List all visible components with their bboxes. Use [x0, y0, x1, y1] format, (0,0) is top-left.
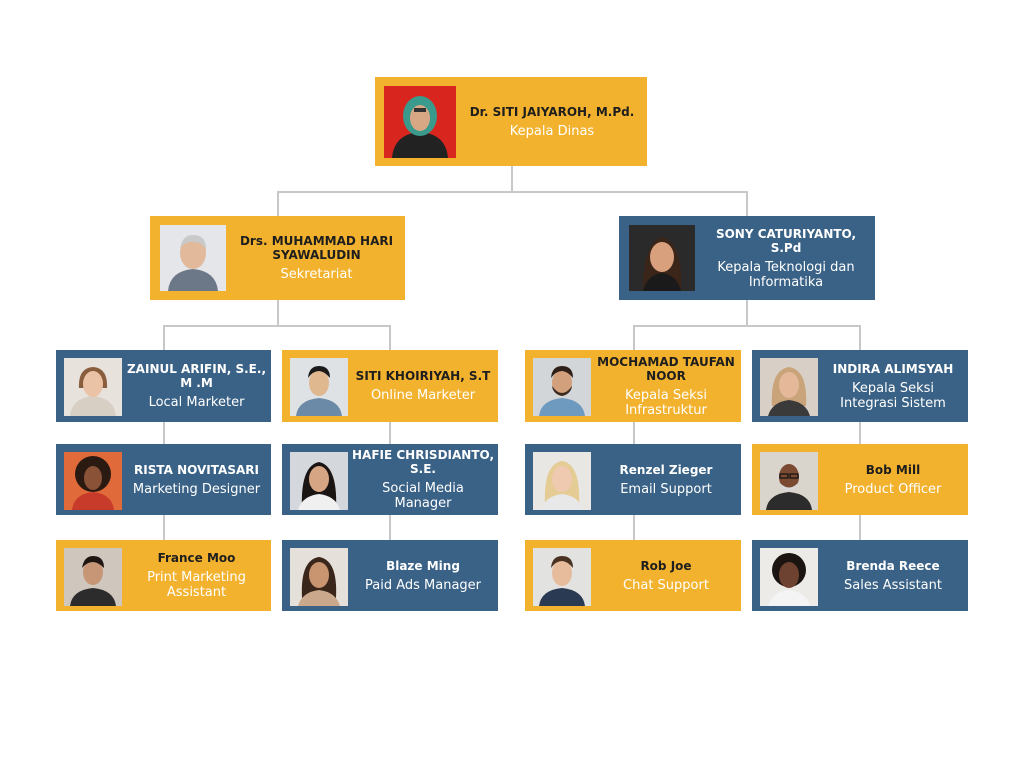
- person-photo: [760, 358, 818, 416]
- org-card: Rob Joe Chat Support: [525, 540, 741, 611]
- org-card-right-head: SONY CATURIYANTO, S.Pd Kepala Teknologi …: [619, 216, 875, 300]
- person-name: RISTA NOVITASARI: [134, 462, 259, 477]
- org-card-head: Dr. SITI JAIYAROH, M.Pd. Kepala Dinas: [375, 77, 647, 166]
- person-asian-man-icon: [290, 358, 348, 416]
- person-dark-hair-woman-icon: [629, 225, 695, 291]
- person-bearded-man-icon: [533, 358, 591, 416]
- person-photo: [64, 358, 122, 416]
- head-role: Kepala Dinas: [509, 123, 595, 139]
- person-woman-1-icon: [64, 358, 122, 416]
- person-grey-hair-man-icon: [160, 225, 226, 291]
- person-photo: [290, 452, 348, 510]
- person-name: Rob Joe: [640, 558, 692, 573]
- org-card: RISTA NOVITASARI Marketing Designer: [56, 444, 271, 515]
- person-woman-afro-icon: [760, 548, 818, 606]
- person-name: INDIRA ALIMSYAH: [832, 361, 954, 376]
- person-photo: [64, 548, 122, 606]
- person-hijab-icon: [384, 86, 456, 158]
- connector-line: [859, 421, 861, 445]
- person-role: Print Marketing Assistant: [147, 570, 246, 600]
- connector-line: [633, 421, 635, 445]
- head-name: Dr. SITI JAIYAROH, M.Pd.: [469, 104, 635, 119]
- connector-line: [163, 325, 165, 351]
- person-role: Local Marketer: [148, 395, 245, 410]
- person-photo: [384, 86, 456, 158]
- connector-line: [389, 325, 391, 351]
- org-card: SITI KHOIRIYAH, S.T Online Marketer: [282, 350, 498, 422]
- org-card-left-head: Drs. MUHAMMAD HARI SYAWALUDIN Sekretaria…: [150, 216, 405, 300]
- person-role: Paid Ads Manager: [364, 577, 482, 593]
- connector-line: [277, 191, 748, 193]
- person-role: Sales Assistant: [844, 577, 942, 593]
- person-man-smile-icon: [533, 548, 591, 606]
- connector-line: [746, 191, 748, 217]
- person-role: Chat Support: [623, 577, 709, 593]
- left-head-name: Drs. MUHAMMAD HARI SYAWALUDIN: [239, 234, 394, 262]
- org-card: France Moo Print Marketing Assistant: [56, 540, 271, 611]
- person-name: France Moo: [157, 551, 236, 565]
- connector-line: [277, 300, 279, 326]
- org-card: ZAINUL ARIFIN, S.E., M .M Local Marketer: [56, 350, 271, 422]
- person-role: Online Marketer: [370, 388, 476, 403]
- org-card: Brenda Reece Sales Assistant: [752, 540, 968, 611]
- org-card: Bob Mill Product Officer: [752, 444, 968, 515]
- person-blonde-woman-icon: [533, 452, 591, 510]
- person-role: Marketing Designer: [132, 481, 261, 497]
- org-card: INDIRA ALIMSYAH Kepala Seksi Integrasi S…: [752, 350, 968, 422]
- connector-line: [389, 421, 391, 445]
- right-head-name: SONY CATURIYANTO, S.Pd: [715, 226, 857, 255]
- person-photo: [533, 548, 591, 606]
- connector-line: [746, 300, 748, 326]
- person-older-man-glasses-icon: [760, 452, 818, 510]
- person-name: Blaze Ming: [386, 558, 460, 573]
- person-photo: [533, 452, 591, 510]
- connector-line: [163, 325, 391, 327]
- person-role: Kepala Seksi Integrasi Sistem: [840, 380, 946, 411]
- connector-line: [277, 191, 279, 217]
- org-card: Renzel Zieger Email Support: [525, 444, 741, 515]
- person-role: Kepala Seksi Infrastruktur: [625, 387, 707, 418]
- person-name: Brenda Reece: [846, 558, 940, 573]
- org-card: MOCHAMAD TAUFAN NOOR Kepala Seksi Infras…: [525, 350, 741, 422]
- person-name: MOCHAMAD TAUFAN NOOR: [597, 354, 735, 383]
- person-role: Email Support: [620, 481, 712, 497]
- person-young-man-icon: [64, 548, 122, 606]
- connector-line: [511, 165, 513, 192]
- connector-line: [389, 514, 391, 541]
- person-photo: [629, 225, 695, 291]
- person-name: ZAINUL ARIFIN, S.E., M .M: [126, 362, 266, 390]
- person-name: SITI KHOIRIYAH, S.T: [355, 369, 491, 383]
- connector-line: [633, 325, 635, 351]
- person-photo: [290, 548, 348, 606]
- connector-line: [163, 421, 165, 445]
- org-card: HAFIE CHRISDIANTO, S.E. Social Media Man…: [282, 444, 498, 515]
- person-role: Product Officer: [844, 481, 942, 497]
- person-photo: [290, 358, 348, 416]
- connector-line: [633, 325, 861, 327]
- connector-line: [859, 514, 861, 541]
- connector-line: [633, 514, 635, 541]
- org-card: Blaze Ming Paid Ads Manager: [282, 540, 498, 611]
- person-woman-smile-icon: [290, 548, 348, 606]
- person-photo: [533, 358, 591, 416]
- connector-line: [859, 325, 861, 351]
- person-older-woman-icon: [760, 358, 818, 416]
- person-name: HAFIE CHRISDIANTO, S.E.: [352, 448, 495, 476]
- right-head-role: Kepala Teknologi dan Informatika: [717, 259, 855, 290]
- person-name: Renzel Zieger: [619, 462, 713, 477]
- person-photo: [760, 548, 818, 606]
- left-head-role: Sekretariat: [280, 267, 353, 282]
- person-photo: [160, 225, 226, 291]
- connector-line: [163, 514, 165, 541]
- person-photo: [760, 452, 818, 510]
- person-woman-dark-hair-icon: [290, 452, 348, 510]
- person-photo: [64, 452, 122, 510]
- person-woman-curly-icon: [64, 452, 122, 510]
- person-role: Social Media Manager: [382, 481, 464, 511]
- person-name: Bob Mill: [865, 462, 921, 477]
